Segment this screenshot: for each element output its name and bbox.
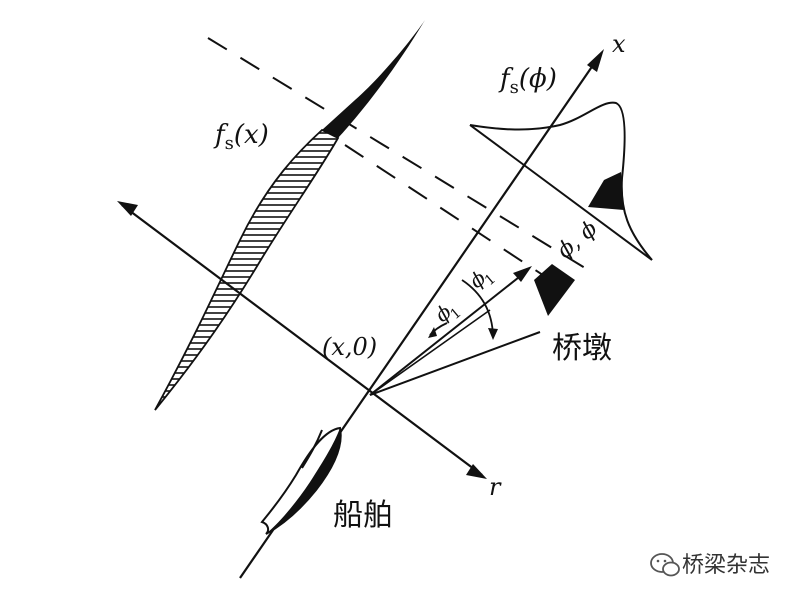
pier-label: 桥墩	[552, 331, 612, 366]
x-axis-arrowhead	[587, 49, 604, 72]
sector-ray-upper	[369, 269, 529, 396]
watermark: 桥梁杂志	[650, 553, 770, 578]
fs-phi-label: fs(ϕ)	[498, 64, 557, 98]
ship-silhouette	[260, 426, 342, 535]
angle-arc-outer-arrowhead	[488, 328, 498, 340]
ship-deck-line	[301, 429, 323, 469]
x-axis-label: x	[612, 30, 626, 58]
fs-x-label: fs(x)	[213, 120, 269, 154]
ship-label: 船舶	[333, 498, 393, 533]
origin-label: (x,0)	[322, 333, 377, 361]
phi-2-label: ϕ 1	[464, 266, 499, 293]
fs-x-distribution-hatched	[154, 128, 340, 411]
phi-range-label: ϕ, ϕ	[553, 216, 603, 263]
fs-phi-shaded-region	[588, 172, 624, 210]
bridge-pier	[534, 264, 575, 316]
angle-arc-inner-arrowhead	[428, 327, 437, 338]
r-axis-label: r	[489, 473, 502, 501]
r-axis-line	[121, 204, 483, 476]
fs-x-distribution-solid-tail	[322, 20, 425, 138]
sector-ray-upper-arrowhead	[513, 266, 532, 282]
r-axis-arrowhead-left	[117, 201, 138, 216]
r-axis-arrowhead-right	[466, 464, 487, 479]
sector-ray-lower	[369, 331, 541, 396]
fs-phi-baseline	[469, 124, 653, 261]
dashed-projection-line-lower	[344, 144, 556, 284]
wechat-icon	[650, 553, 680, 577]
watermark-text: 桥梁杂志	[682, 553, 770, 578]
sector-ray-mid	[369, 309, 491, 396]
